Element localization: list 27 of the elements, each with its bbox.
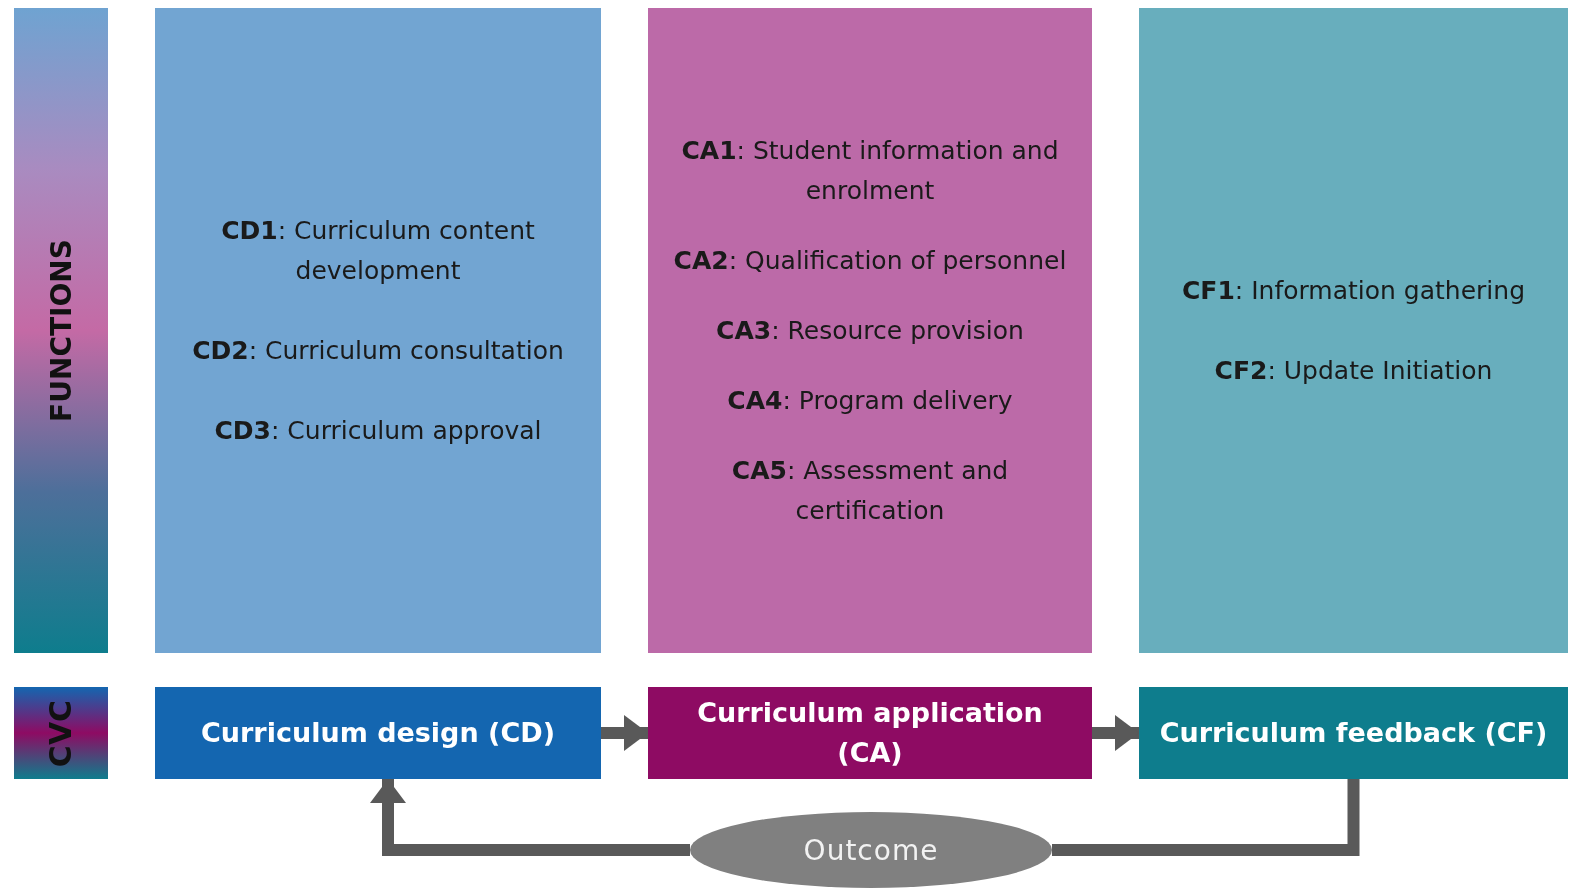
function-panel: [648, 8, 1092, 653]
band-label: CVC: [43, 699, 79, 767]
function-label: CA1: Student information and enrolment: [680, 134, 1060, 207]
side-band: [14, 8, 108, 653]
function-label: CA5: Assessment and certification: [730, 454, 1010, 527]
function-label: CD3: Curriculum approval: [214, 414, 542, 447]
side-band: [14, 687, 108, 779]
stage-box: [648, 687, 1092, 779]
function-label: CF2: Update Initiation: [1214, 354, 1493, 387]
outcome-label: Outcome: [803, 833, 939, 867]
function-label: CA3: Resource provision: [716, 314, 1024, 347]
function-panel: [155, 8, 601, 653]
stage-label: Curriculum feedback (CF): [1158, 715, 1549, 750]
stage-label: Curriculum design (CD): [200, 715, 556, 750]
stage-box: [155, 687, 601, 779]
flow-arrow: [370, 779, 690, 856]
band-label: FUNCTIONS: [44, 239, 78, 422]
function-label: CD1: Curriculum content development: [220, 214, 536, 287]
stage-box: [1139, 687, 1568, 779]
function-label: CA4: Program delivery: [727, 384, 1013, 417]
function-label: CF1: Information gathering: [1182, 274, 1525, 307]
function-panel: [1139, 8, 1568, 653]
function-label: CD2: Curriculum consultation: [192, 334, 564, 367]
flow-arrow: [601, 715, 648, 751]
stage-label: Curriculum application (CA): [696, 695, 1044, 770]
function-label: CA2: Qualification of personnel: [673, 244, 1067, 277]
flow-arrow: [1092, 715, 1139, 751]
